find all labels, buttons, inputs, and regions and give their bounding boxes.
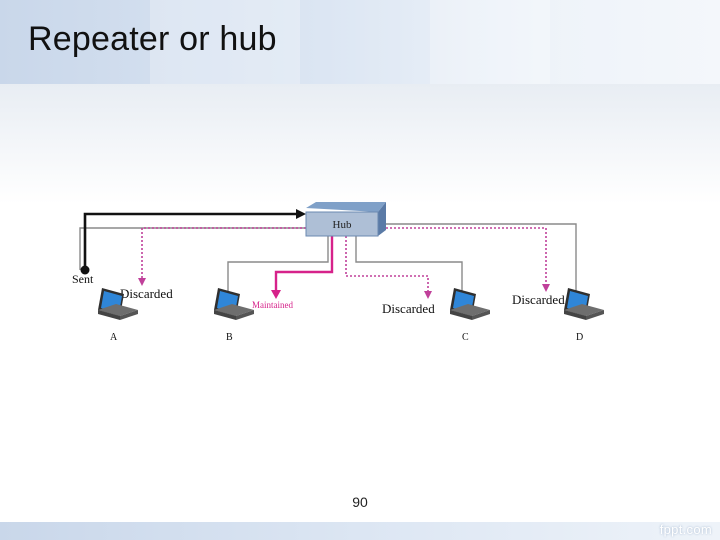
discarded-path-d xyxy=(386,227,550,292)
sent-arrowhead xyxy=(296,209,306,219)
node-d-label: D xyxy=(576,332,583,343)
wire-to-d xyxy=(382,223,577,300)
discarded-label-d: Discarded xyxy=(512,292,565,307)
maintained-path-b xyxy=(271,236,334,299)
slide-header: Repeater or hub xyxy=(0,0,720,84)
laptop-b-icon xyxy=(214,288,254,320)
header-decoration xyxy=(150,0,300,84)
hub-device: Hub xyxy=(305,202,386,237)
sent-dot xyxy=(80,265,90,275)
maintained-label-b: Maintained xyxy=(252,300,293,310)
wire-to-c xyxy=(355,234,463,292)
body-gradient xyxy=(0,84,720,204)
slide-title: Repeater or hub xyxy=(28,20,277,58)
page-number: 90 xyxy=(352,494,368,510)
slide-footer: fppt.com xyxy=(0,522,720,540)
hub-label: Hub xyxy=(333,219,352,231)
laptop-c-icon xyxy=(450,288,490,320)
wire-to-a xyxy=(79,227,310,270)
sent-path xyxy=(80,209,306,275)
wire-to-b xyxy=(227,234,329,292)
hub-diagram: Hub Sent Discarded Maintained Discarded … xyxy=(72,202,604,343)
discarded-path-c xyxy=(345,236,432,299)
header-decoration xyxy=(430,0,550,84)
laptop-a-icon xyxy=(98,288,138,320)
fppt-watermark: fppt.com xyxy=(659,522,712,537)
node-c-label: C xyxy=(462,332,469,343)
discarded-label-a: Discarded xyxy=(120,286,173,301)
discarded-label-c: Discarded xyxy=(382,301,435,316)
sent-label: Sent xyxy=(72,272,94,286)
node-a-label: A xyxy=(110,332,118,343)
laptop-d-icon xyxy=(564,288,604,320)
node-b-label: B xyxy=(226,332,233,343)
discarded-path-a xyxy=(138,227,318,286)
